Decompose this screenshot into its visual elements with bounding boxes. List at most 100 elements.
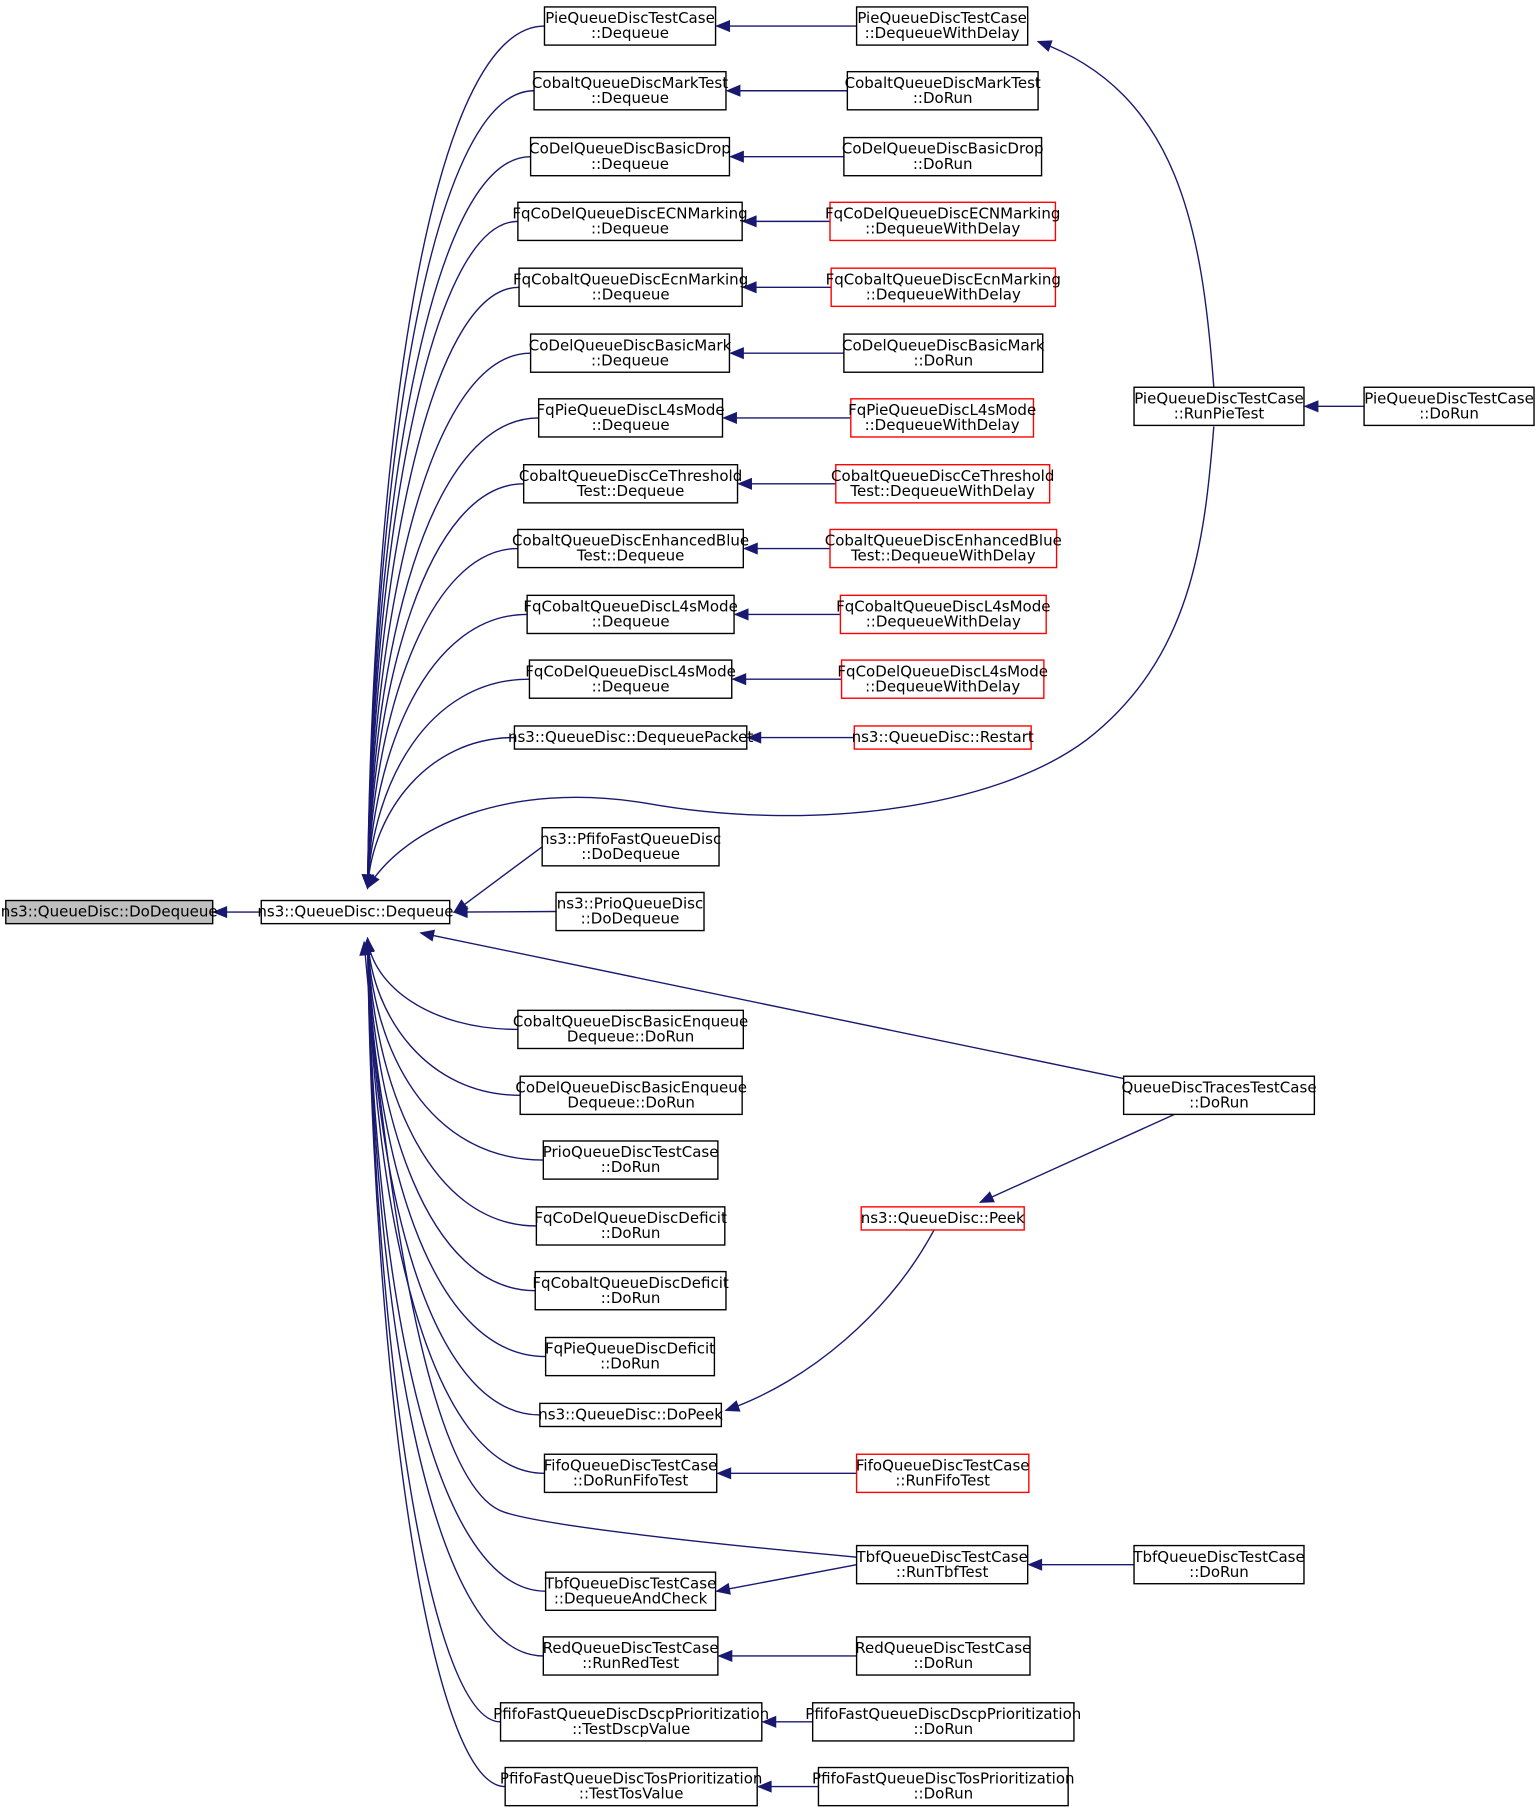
edge-c_traces-to-b21 [978,1113,1175,1203]
node-a2[interactable]: CobaltQueueDiscMarkTest::Dequeue [532,70,728,111]
edge-line [366,220,518,888]
node-a25[interactable]: PfifoFastQueueDiscDscpPrioritization::Te… [493,1702,769,1742]
node-box [542,1140,719,1180]
node-b22[interactable]: FifoQueueDiscTestCase::RunFifoTest [856,1453,1030,1494]
edge-a15-to-n_dequeue [362,937,518,1031]
edge-line [980,1113,1175,1203]
node-b10[interactable]: FqCobaltQueueDiscL4sMode::DequeueWithDel… [836,594,1051,635]
node-label-line: Test::Dequeue [576,547,685,565]
node-a10[interactable]: FqCobaltQueueDiscL4sMode::Dequeue [523,594,738,635]
node-label-line: FqCobaltQueueDiscEcnMarking [826,270,1061,288]
node-a20[interactable]: FqPieQueueDiscDeficit::DoRun [544,1336,715,1377]
node-box [860,1206,1025,1231]
node-label-line: ns3::PfifoFastQueueDisc [540,830,721,848]
node-b5[interactable]: FqCobaltQueueDiscEcnMarking::DequeueWith… [826,267,1061,308]
node-a17[interactable]: PrioQueueDiscTestCase::DoRun [542,1140,719,1180]
node-c_runpie[interactable]: PieQueueDiscTestCase::RunPieTest [1133,386,1305,427]
node-a22[interactable]: FifoQueueDiscTestCase::DoRunFifoTest [544,1453,718,1494]
node-b8[interactable]: CobaltQueueDiscCeThresholdTest::DequeueW… [831,464,1054,504]
node-label-line: ::Dequeue [591,155,669,173]
node-n_dodequeue[interactable]: ns3::QueueDisc::DoDequeue [1,899,218,925]
edge-b9-to-a9 [742,542,831,555]
node-a14[interactable]: ns3::PrioQueueDisc::DoDequeue [555,891,705,932]
node-label-line: CobaltQueueDiscMarkTest [532,74,728,92]
node-box [544,1571,717,1612]
node-b11[interactable]: FqCoDelQueueDiscL4sMode::DequeueWithDela… [837,659,1048,699]
node-a12[interactable]: ns3::QueueDisc::DequeuePacket [508,725,753,750]
node-b25[interactable]: PfifoFastQueueDiscDscpPrioritization::Do… [805,1702,1081,1742]
node-b3[interactable]: CoDelQueueDiscBasicDrop::DoRun [842,136,1044,177]
edge-line [366,938,545,1475]
node-b9[interactable]: CobaltQueueDiscEnhancedBlueTest::Dequeue… [825,528,1062,569]
node-label-line: PfifoFastQueueDiscTosPrioritization [500,1770,763,1788]
node-box [513,725,748,750]
node-box [555,891,705,932]
edge-a6-to-n_dequeue [361,352,531,890]
node-a15[interactable]: CobaltQueueDiscBasicEnqueueDequeue::DoRu… [513,1009,748,1050]
arrowhead [978,1191,995,1203]
arrowhead [419,929,436,942]
node-box [504,1766,758,1807]
node-label-line: ::DoDequeue [581,910,680,928]
node-a11[interactable]: FqCoDelQueueDiscL4sMode::Dequeue [525,659,736,699]
node-c_tbfdorun[interactable]: TbfQueueDiscTestCase::DoRun [1132,1544,1305,1585]
node-label-line: ::TestDscpValue [572,1720,690,1738]
node-a6[interactable]: CoDelQueueDiscBasicMark::Dequeue [529,333,732,373]
node-c_traces[interactable]: QueueDiscTracesTestCase::DoRun [1121,1075,1317,1116]
node-label-line: ::DequeueWithDelay [865,416,1020,434]
node-box [517,201,743,242]
node-a23[interactable]: TbfQueueDiscTestCase::DequeueAndCheck [544,1571,717,1612]
node-box [529,136,731,177]
node-box [1133,1544,1305,1585]
arrowhead [742,542,758,555]
node-a26[interactable]: PfifoFastQueueDiscTosPrioritization::Tes… [500,1766,763,1807]
node-a18[interactable]: FqCoDelQueueDiscDeficit::DoRun [534,1206,727,1246]
node-box [855,6,1029,46]
node-b26[interactable]: PfifoFastQueueDiscTosPrioritization::DoR… [812,1766,1075,1807]
edge-c_runpie-to-n_dequeue [366,426,1215,890]
node-b2[interactable]: CobaltQueueDiscMarkTest::DoRun [845,70,1041,111]
edge-line [366,736,515,888]
node-a7[interactable]: FqPieQueueDiscL4sMode::Dequeue [537,398,725,438]
node-box [843,333,1044,373]
edge-b12-to-a12 [746,731,855,744]
node-b21[interactable]: ns3::QueueDisc::Peek [860,1206,1025,1231]
arrowhead [1303,400,1319,413]
node-a21[interactable]: ns3::QueueDisc::DoPeek [538,1402,723,1428]
node-b12[interactable]: ns3::QueueDisc::Restart [852,725,1034,750]
node-label-line: ns3::QueueDisc::Dequeue [257,903,453,921]
node-label-line: FqCoDelQueueDiscL4sMode [837,662,1048,680]
node-label-line: PfifoFastQueueDiscDscpPrioritization [805,1705,1081,1723]
node-b6[interactable]: CoDelQueueDiscBasicMark::DoRun [842,333,1045,373]
node-a5[interactable]: FqCobaltQueueDiscEcnMarking::Dequeue [513,267,748,308]
node-a3[interactable]: CoDelQueueDiscBasicDrop::Dequeue [529,136,731,177]
node-a13[interactable]: ns3::PfifoFastQueueDisc::DoDequeue [540,827,721,867]
edge-line [366,938,536,1292]
node-label-line: ::DequeueWithDelay [865,677,1020,695]
node-n_dequeue[interactable]: ns3::QueueDisc::Dequeue [257,899,454,925]
node-b4[interactable]: FqCoDelQueueDiscECNMarking::DequeueWithD… [825,201,1060,242]
edge-line [367,426,1215,889]
node-a1[interactable]: PieQueueDiscTestCase::Dequeue [543,6,717,46]
node-c_piedorun[interactable]: PieQueueDiscTestCase::DoRun [1363,386,1535,427]
node-box [538,398,724,438]
node-a24[interactable]: RedQueueDiscTestCase::RunRedTest [542,1636,719,1676]
node-a4[interactable]: FqCoDelQueueDiscECNMarking::Dequeue [512,201,748,242]
node-label-line: ::Dequeue [592,416,670,434]
node-b1[interactable]: PieQueueDiscTestCase::DequeueWithDelay [855,6,1029,46]
arrowhead [717,1649,733,1663]
edge-n_dequeue-to-n_dodequeue [212,906,262,919]
node-box [522,464,739,504]
node-b24[interactable]: RedQueueDiscTestCase::DoRun [855,1636,1031,1676]
node-b7[interactable]: FqPieQueueDiscL4sMode::DequeueWithDelay [848,398,1036,438]
node-box [839,594,1047,635]
node-a19[interactable]: FqCobaltQueueDiscDeficit::DoRun [532,1270,729,1311]
node-box [519,1075,743,1116]
node-box [542,1636,719,1676]
edge-b6-to-a6 [729,347,844,360]
node-b23[interactable]: TbfQueueDiscTestCase::RunTbfTest [855,1544,1029,1585]
